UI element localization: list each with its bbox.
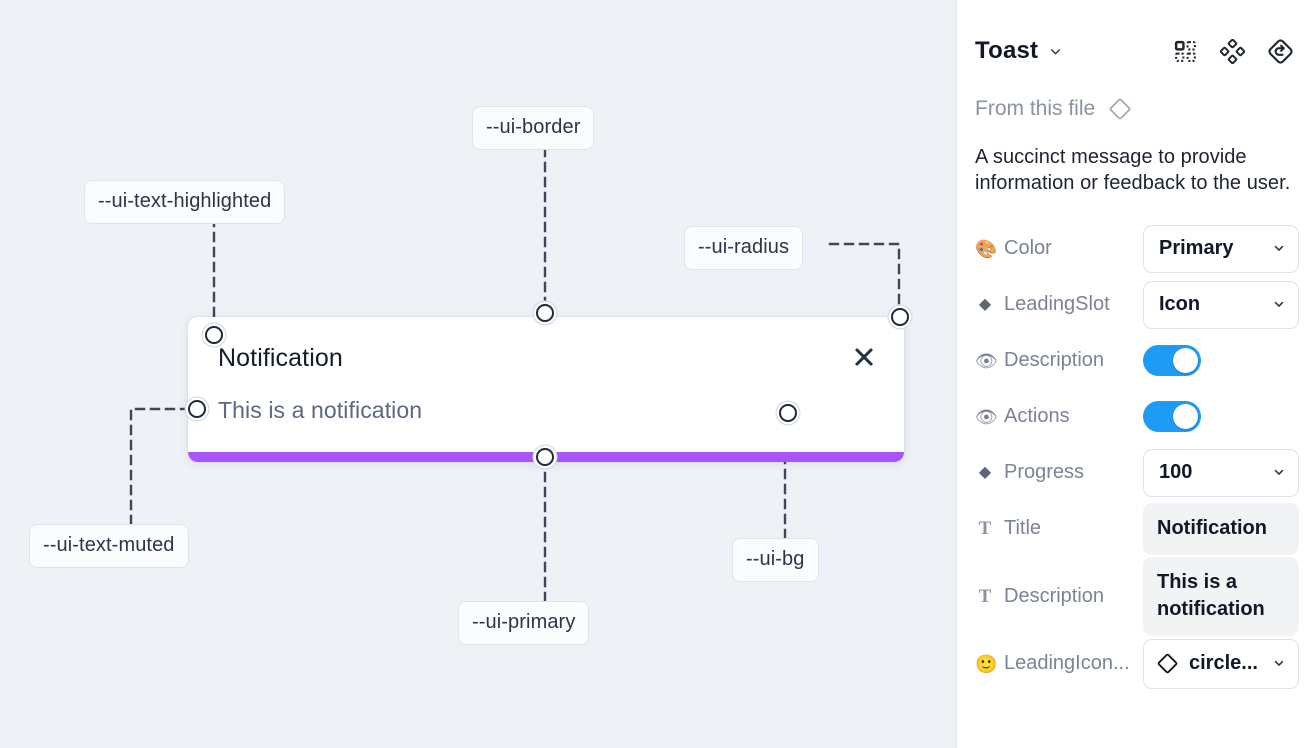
property-label-description-text: T Description — [975, 585, 1143, 608]
leading-icon-select[interactable]: circle... — [1143, 638, 1299, 689]
text-type-icon: T — [978, 585, 992, 607]
panel-header: Toast — [975, 0, 1294, 74]
palette-emoji: 🎨 — [975, 238, 998, 259]
toggle-knob — [1173, 348, 1198, 374]
property-control-title: Notification — [1143, 502, 1299, 555]
close-x-icon[interactable] — [849, 342, 879, 372]
property-label-title: T Title — [975, 517, 1143, 540]
property-label-color: 🎨 Color — [975, 237, 1143, 260]
chevron-down-icon — [1272, 297, 1286, 311]
component-variants-icon[interactable] — [1173, 39, 1198, 64]
property-row-title: T Title Notification — [975, 501, 1299, 557]
diamond-solid-icon: ◆ — [978, 463, 992, 481]
handle-dot-ui-primary[interactable] — [536, 448, 554, 466]
handle-dot-ui-text-muted[interactable] — [188, 400, 206, 418]
progress-select-value: 100 — [1159, 460, 1193, 483]
properties-panel: Toast — [956, 0, 1312, 748]
reset-diamond-icon[interactable] — [1267, 38, 1294, 65]
component-description: A succinct message to provide informatio… — [975, 146, 1291, 195]
progress-select[interactable]: 100 — [1143, 448, 1299, 497]
property-row-color: 🎨 Color Primary — [975, 221, 1299, 277]
design-canvas[interactable]: Notification This is a notification --ui… — [0, 0, 956, 748]
property-label-text: LeadingSlot — [1004, 293, 1110, 316]
description-input[interactable]: This is a notification — [1143, 556, 1299, 636]
handle-dot-ui-text-highlighted[interactable] — [205, 326, 223, 344]
chevron-down-icon — [1272, 465, 1286, 479]
property-list: 🎨 Color Primary ◆ LeadingSlot — [975, 221, 1299, 692]
panel-actions — [1173, 38, 1294, 65]
handle-dot-ui-border[interactable] — [536, 304, 554, 322]
property-control-progress: 100 — [1143, 448, 1299, 497]
leading-icon-select-value: circle... — [1189, 651, 1258, 674]
property-label-text: Color — [1004, 237, 1052, 260]
property-label-actions: 👁 Actions — [975, 405, 1143, 428]
property-row-leading-icon: 🙂 LeadingIcon... circle... — [975, 636, 1299, 692]
property-control-color: Primary — [1143, 224, 1299, 273]
property-row-description-text: T Description This is a notification — [975, 556, 1299, 636]
property-control-description-toggle — [1143, 345, 1294, 377]
property-control-description-text: This is a notification — [1143, 556, 1299, 636]
property-label-leading-slot: ◆ LeadingSlot — [975, 293, 1143, 316]
color-select-value: Primary — [1159, 236, 1234, 259]
property-label-text: Progress — [1004, 461, 1085, 484]
from-this-file-label: From this file — [975, 97, 1096, 120]
four-diamond-cluster-icon[interactable] — [1220, 38, 1245, 64]
property-label-progress: ◆ Progress — [975, 461, 1143, 484]
toast-preview-card[interactable]: Notification This is a notification — [188, 317, 904, 462]
property-label-text: Actions — [1004, 405, 1070, 428]
color-select[interactable]: Primary — [1143, 224, 1299, 273]
text-type-icon: T — [978, 518, 992, 540]
description-toggle[interactable] — [1143, 345, 1201, 377]
title-input[interactable]: Notification — [1143, 502, 1299, 555]
property-row-progress: ◆ Progress 100 — [975, 445, 1299, 501]
eye-emoji: 👁 — [975, 406, 998, 427]
annotation-chip-ui-radius[interactable]: --ui-radius — [684, 226, 804, 270]
property-row-description-toggle: 👁 Description — [975, 333, 1294, 389]
annotation-chip-ui-border[interactable]: --ui-border — [472, 106, 595, 150]
annotation-chip-ui-bg[interactable]: --ui-bg — [732, 538, 819, 582]
from-this-file-row[interactable]: From this file — [975, 96, 1294, 122]
property-label-text: Description — [1004, 349, 1105, 372]
property-label-leading-icon: 🙂 LeadingIcon... — [975, 652, 1143, 675]
property-label-text: Title — [1004, 517, 1042, 540]
leading-slot-select-value: Icon — [1159, 292, 1201, 315]
smiley-emoji: 🙂 — [975, 653, 998, 674]
diamond-solid-icon: ◆ — [978, 295, 992, 313]
chevron-down-icon[interactable] — [1048, 44, 1063, 59]
property-control-leading-slot: Icon — [1143, 280, 1299, 329]
property-control-actions-toggle — [1143, 401, 1294, 433]
annotation-chip-ui-text-muted[interactable]: --ui-text-muted — [29, 524, 189, 568]
toast-title: Notification — [218, 344, 343, 372]
annotation-chip-ui-text-highlighted[interactable]: --ui-text-highlighted — [84, 180, 286, 224]
property-label-description: 👁 Description — [975, 349, 1143, 372]
property-label-text: Description — [1004, 584, 1105, 607]
diamond-outline-icon — [1107, 96, 1133, 122]
property-label-text: LeadingIcon... — [1004, 652, 1130, 675]
property-control-leading-icon: circle... — [1143, 638, 1299, 689]
property-row-actions-toggle: 👁 Actions — [975, 389, 1294, 445]
toggle-knob — [1173, 404, 1198, 430]
toast-description: This is a notification — [218, 397, 423, 423]
page-title: Toast — [975, 37, 1039, 64]
annotation-chip-ui-primary[interactable]: --ui-primary — [458, 601, 590, 645]
chevron-down-icon — [1272, 241, 1286, 255]
property-row-leading-slot: ◆ LeadingSlot Icon — [975, 277, 1299, 333]
handle-dot-ui-radius[interactable] — [891, 308, 909, 326]
chevron-down-icon — [1272, 656, 1286, 670]
handle-dot-ui-bg[interactable] — [779, 404, 797, 422]
leading-slot-select[interactable]: Icon — [1143, 280, 1299, 329]
actions-toggle[interactable] — [1143, 401, 1201, 433]
diamond-outline-icon — [1155, 651, 1180, 676]
eye-emoji: 👁 — [975, 350, 998, 371]
